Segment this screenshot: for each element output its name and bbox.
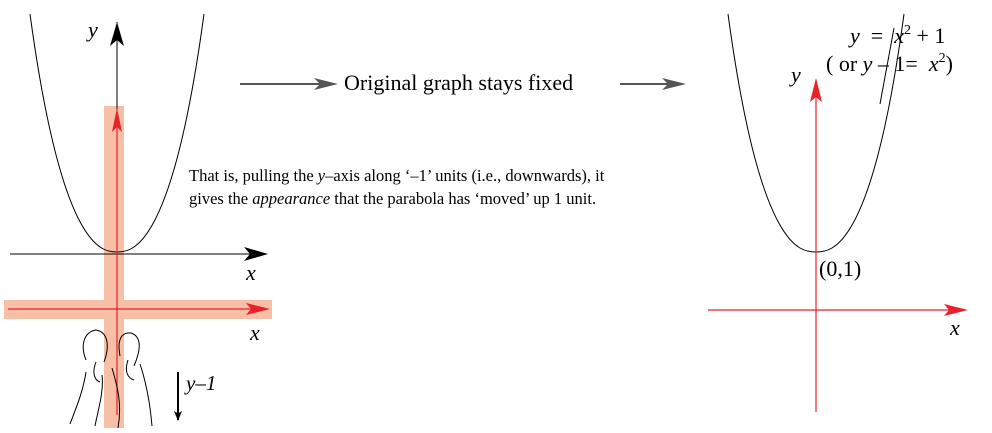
- equation-slash: [880, 28, 894, 104]
- vertex-label: (0,1): [819, 258, 861, 280]
- right-x-axis-label: x: [950, 317, 960, 339]
- right-y-axis-label: y: [791, 64, 801, 86]
